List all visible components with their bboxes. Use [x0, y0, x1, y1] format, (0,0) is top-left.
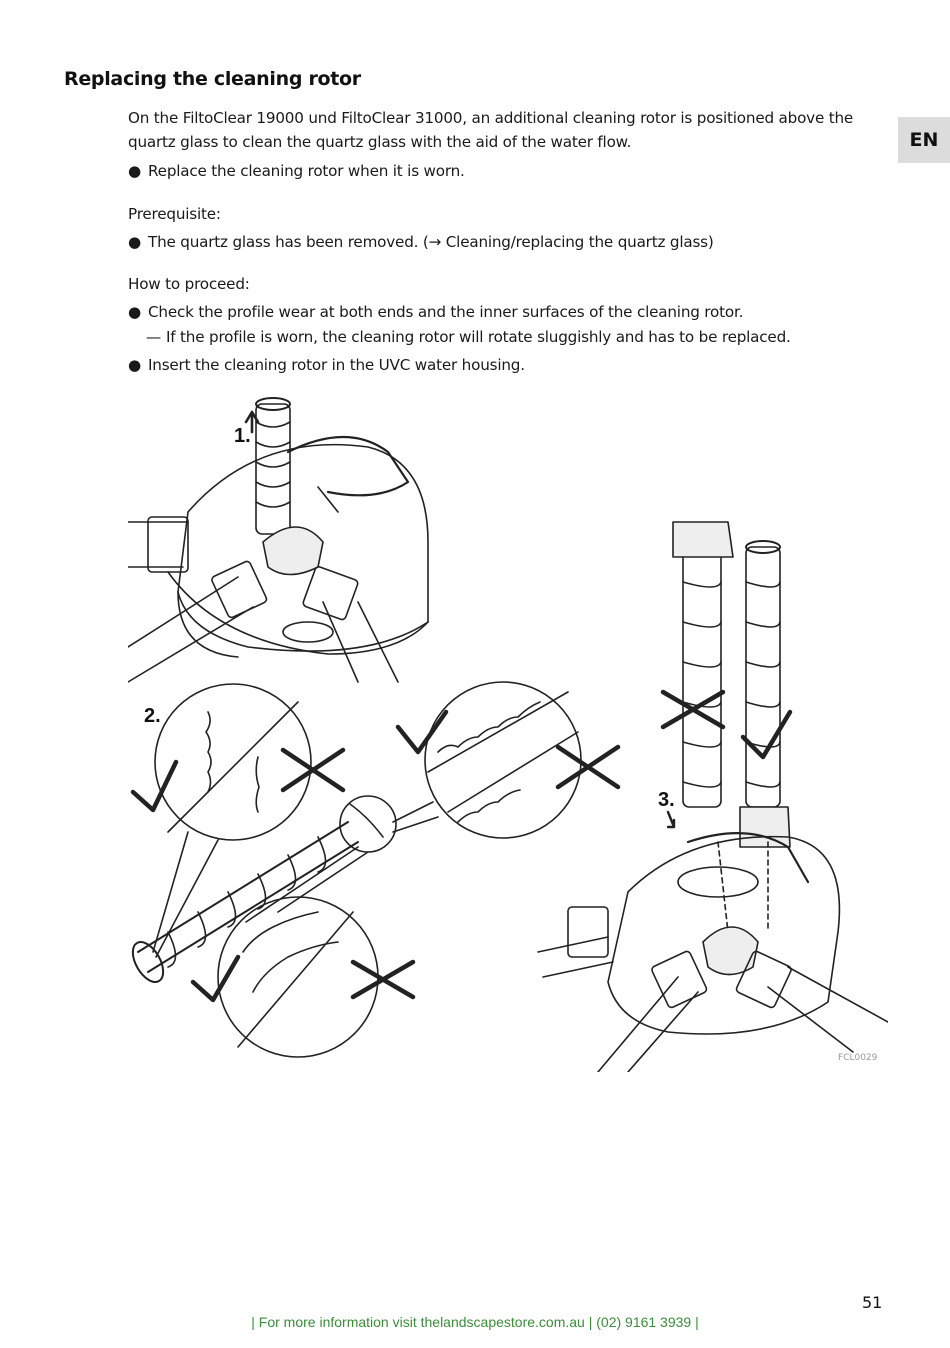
- list-item-text: The quartz glass has been removed. (→ Cl…: [148, 233, 714, 251]
- bullet-icon: ●: [128, 162, 142, 180]
- page-number: 51: [862, 1293, 883, 1312]
- intro-line-1: On the FiltoClear 19000 und FiltoClear 3…: [128, 109, 854, 127]
- language-tab: EN: [898, 117, 950, 163]
- procedure-label: How to proceed:: [128, 275, 250, 293]
- prerequisite-label: Prerequisite:: [128, 205, 221, 223]
- bullet-icon: ●: [128, 233, 142, 251]
- list-item-text: Insert the cleaning rotor in the UVC wat…: [148, 356, 525, 374]
- page-heading: Replacing the cleaning rotor: [64, 68, 361, 90]
- step-1-label: 1.: [234, 425, 251, 447]
- step-1-drawing: [128, 397, 429, 683]
- list-item-text: Replace the cleaning rotor when it is wo…: [148, 162, 465, 180]
- intro-line-2: quartz glass to clean the quartz glass w…: [128, 133, 632, 151]
- bullet-icon: ●: [128, 303, 142, 321]
- step-3-label: 3.: [658, 789, 675, 811]
- dash-icon: —: [146, 328, 161, 346]
- rotor-replacement-illustration: 1. 2. 3.: [128, 397, 888, 1072]
- sub-list-item-text: If the profile is worn, the cleaning rot…: [166, 328, 791, 346]
- figure-code: FCL0029: [838, 1053, 878, 1063]
- footer-link[interactable]: | For more information visit thelandscap…: [251, 1314, 699, 1330]
- step-2-drawing: [130, 681, 621, 1058]
- bullet-icon: ●: [128, 356, 142, 374]
- step-2-label: 2.: [144, 705, 161, 727]
- list-item-text: Check the profile wear at both ends and …: [148, 303, 744, 321]
- step-3-drawing: [537, 521, 888, 1072]
